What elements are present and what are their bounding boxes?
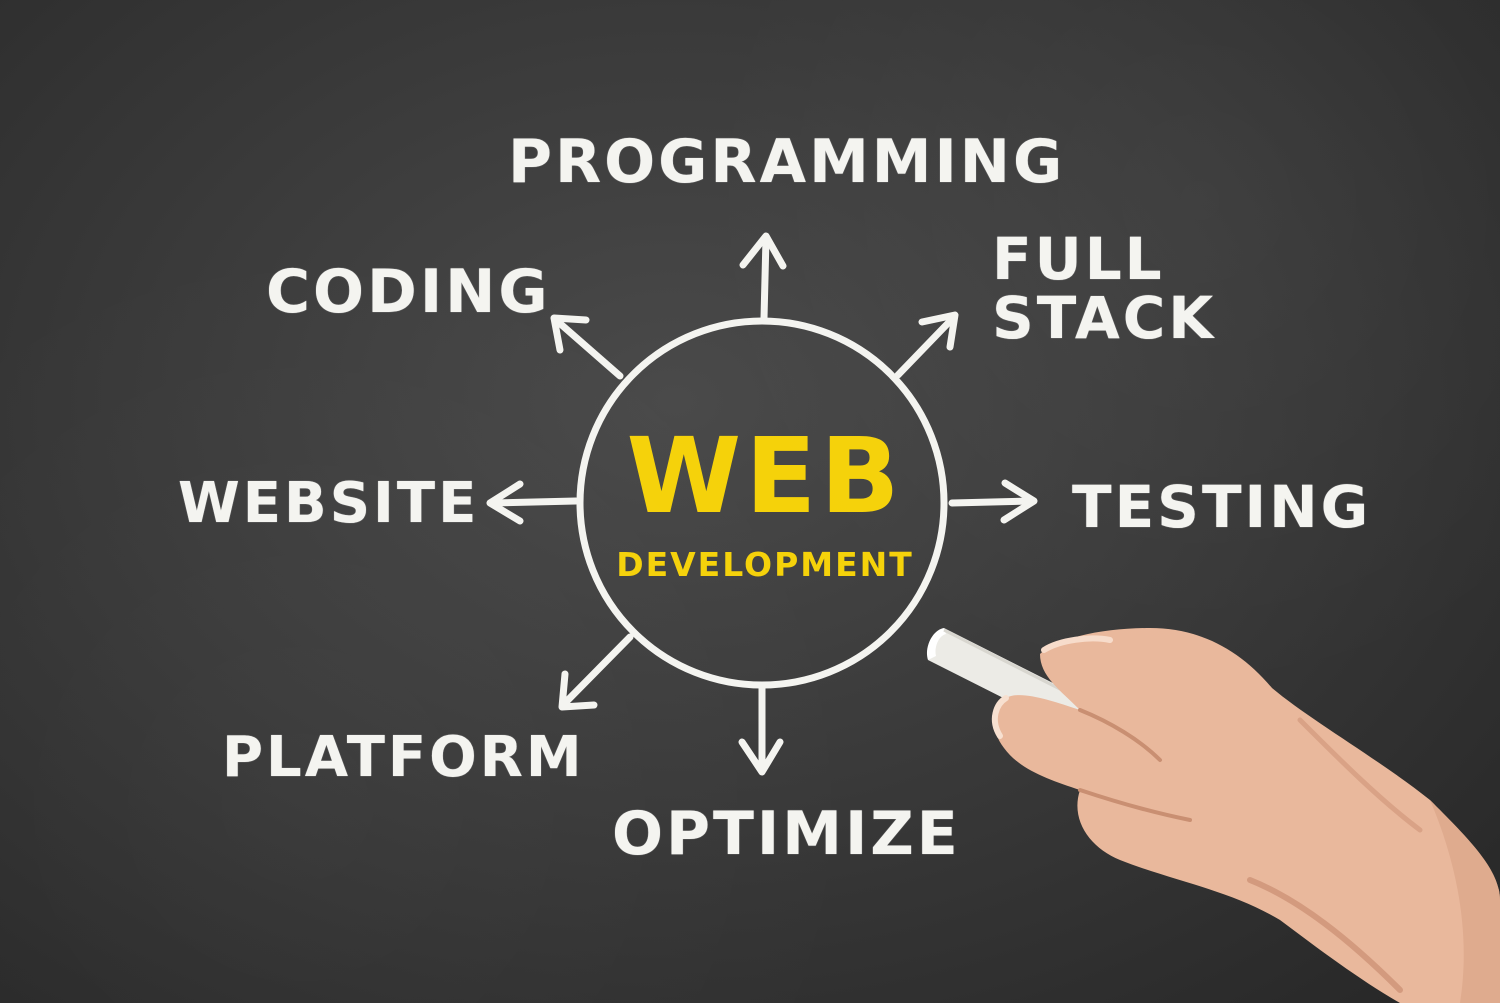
center-subtitle: DEVELOPMENT [616, 545, 914, 584]
branch-label-full-stack-line1: FULL [992, 225, 1165, 293]
arrow-down-left-icon [558, 633, 634, 711]
branch-label-programming: PROGRAMMING [508, 127, 1066, 197]
branch-label-website: WEBSITE [178, 471, 480, 536]
branch-label-full-stack: FULL STACK [992, 225, 1217, 353]
branch-label-full-stack-line2: STACK [992, 284, 1217, 353]
arrow-down-icon [738, 684, 784, 776]
branch-label-platform: PLATFORM [222, 725, 585, 790]
branch-label-optimize: OPTIMIZE [612, 799, 961, 869]
branch-label-testing: TESTING [1072, 473, 1372, 541]
arrow-left-icon [486, 480, 580, 525]
arrow-up-right-icon [894, 311, 959, 379]
branch-label-coding: CODING [266, 257, 551, 327]
hand [991, 628, 1500, 1003]
center-title: WEB [626, 415, 904, 537]
arrow-up-icon [739, 232, 787, 322]
arrow-up-left-icon [550, 314, 624, 380]
arrow-right-icon [948, 479, 1038, 524]
